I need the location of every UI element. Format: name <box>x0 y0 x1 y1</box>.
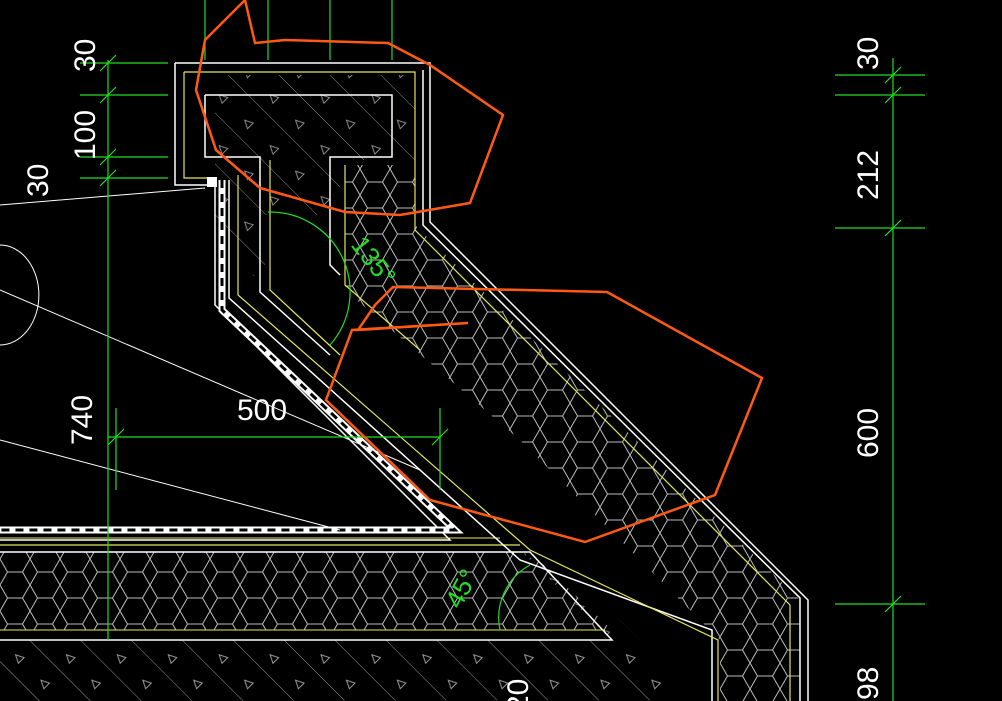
dim-left-100: 100 <box>69 110 102 160</box>
dim-right-600: 600 <box>852 408 885 458</box>
wall-outline <box>0 62 809 701</box>
dim-left-740: 740 <box>66 395 99 445</box>
dim-bottom-500: 500 <box>237 394 287 427</box>
dim-right-98: 98 <box>852 667 885 700</box>
dim-left-30-lower: 30 <box>22 164 55 197</box>
dim-right-30: 30 <box>852 37 885 70</box>
revision-clouds <box>194 0 764 544</box>
dim-right-212: 212 <box>852 150 885 200</box>
dim-left-30-top: 30 <box>69 39 102 72</box>
gravel-layer-sloped <box>215 75 800 701</box>
gravel-layer-horizontal <box>0 537 614 641</box>
dim-bottom-cut: 20 <box>502 679 535 701</box>
drain-geotextile <box>0 177 464 534</box>
dimension-lines <box>80 0 925 701</box>
leader-lines <box>0 187 421 531</box>
dimension-labels: 30 100 30 740 500 30 212 600 98 20 <box>22 37 885 701</box>
